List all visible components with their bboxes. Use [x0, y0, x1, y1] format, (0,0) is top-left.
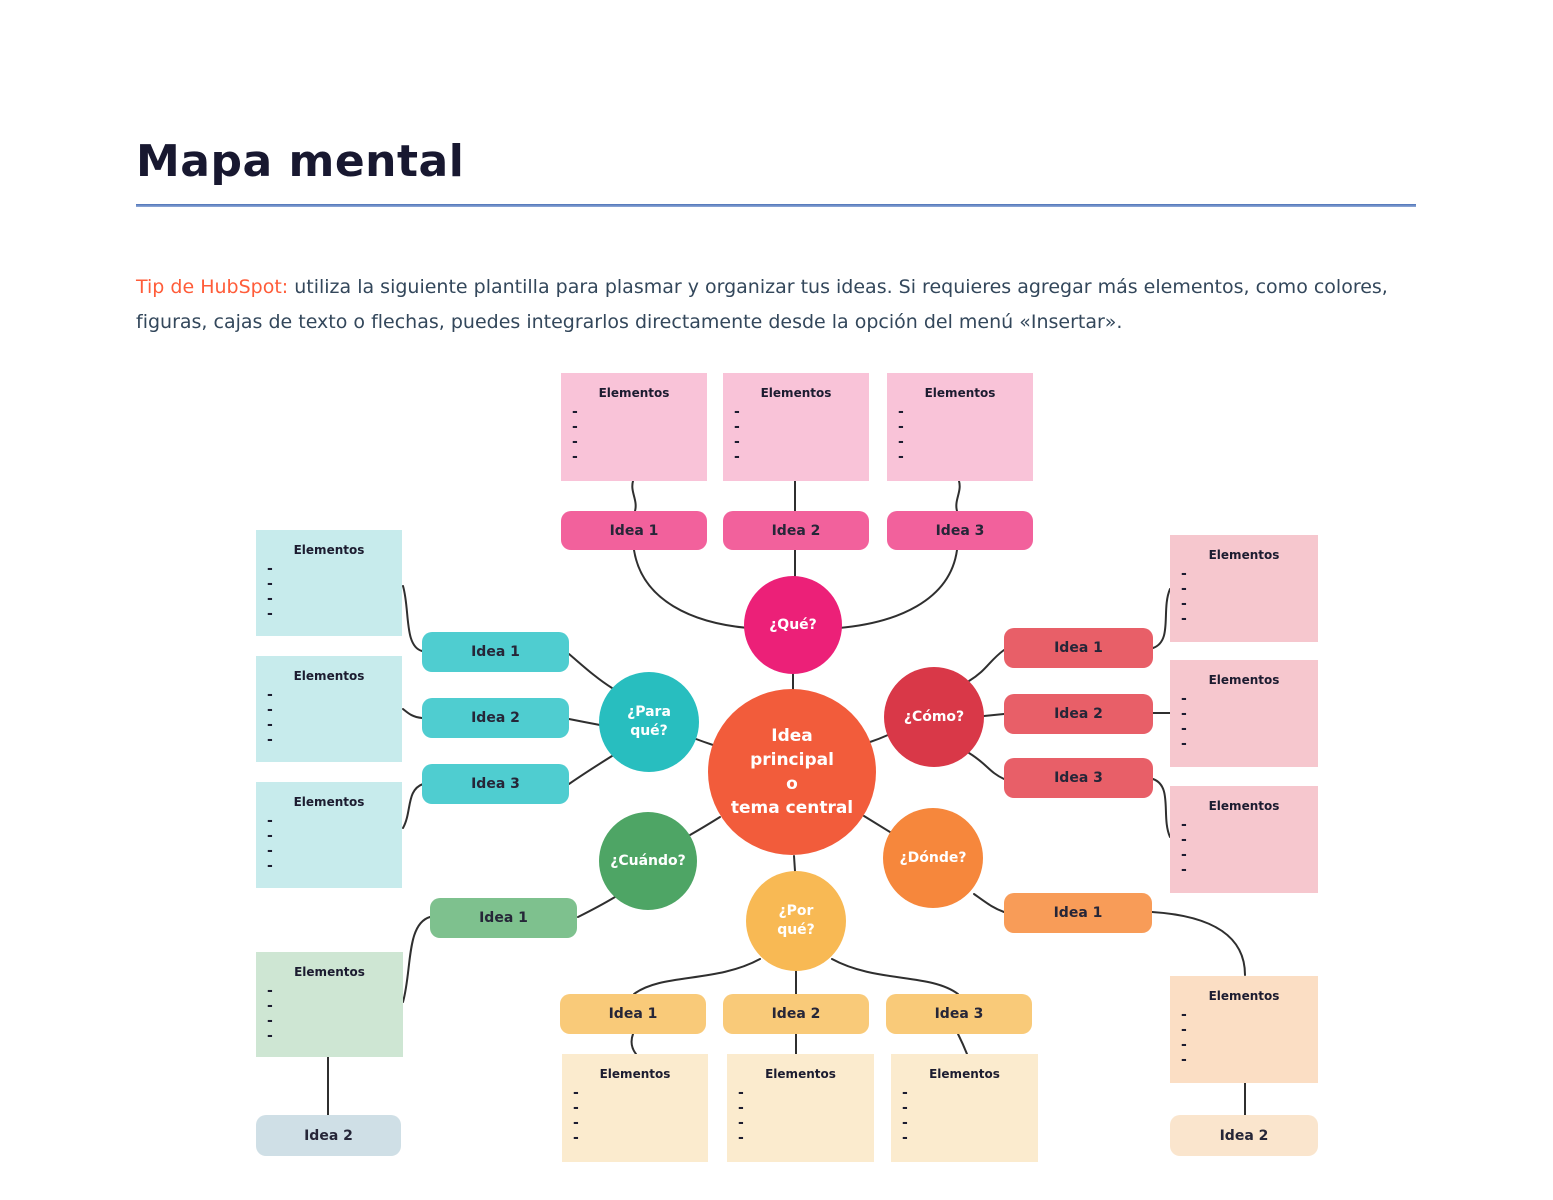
elements-dash-list: - - - -	[267, 687, 273, 748]
elements-box-title: Elementos	[293, 795, 365, 809]
elements-dash-list: - - - -	[1181, 566, 1187, 627]
elements-dash-list: - - - -	[267, 813, 273, 874]
line-idea3-elements3-right	[1152, 778, 1171, 838]
line-idea1-que	[633, 549, 749, 629]
line-elements1-idea1-top	[631, 480, 637, 512]
line-como-idea1-right	[968, 649, 1005, 682]
line-porque-idea3-bottom	[831, 958, 959, 995]
line-idea1-elements1-bottom	[630, 1033, 637, 1055]
line-paraque-idea2-left	[568, 718, 601, 726]
line-donde-idea1	[973, 893, 1005, 913]
idea-pill-para-que-1: Idea 1	[422, 632, 569, 672]
tip-text: utiliza la siguiente plantilla para plas…	[136, 276, 1388, 333]
elements-dash-list: - - - -	[1181, 691, 1187, 752]
idea-pill-para-que-2: Idea 2	[422, 698, 569, 738]
idea-pill-que-1: Idea 1	[561, 511, 707, 550]
line-central-porque	[793, 855, 796, 872]
branch-node-como: ¿Cómo?	[884, 667, 984, 767]
elements-box-title: Elementos	[929, 1067, 1000, 1081]
idea-pill-como-3: Idea 3	[1004, 758, 1153, 798]
elements-box-cuando: Elementos - - - -	[256, 952, 403, 1057]
elements-box-title: Elementos	[1208, 989, 1280, 1003]
line-idea2-elements2-left	[402, 708, 423, 719]
elements-box-title: Elementos	[924, 386, 996, 400]
elements-box-como-1: Elementos - - - -	[1170, 535, 1318, 642]
elements-dash-list: - - - -	[1181, 1007, 1187, 1068]
line-idea3-elements3-bottom	[957, 1033, 968, 1055]
idea-pill-por-que-1: Idea 1	[560, 994, 706, 1034]
elements-dash-list: - - - -	[1181, 817, 1187, 878]
branch-node-por-que: ¿Por qué?	[746, 871, 846, 971]
elements-box-que-2: Elementos - - - -	[723, 373, 869, 481]
elements-box-title: Elementos	[598, 386, 670, 400]
idea-pill-donde-2: Idea 2	[1170, 1115, 1318, 1156]
elements-box-title: Elementos	[294, 965, 365, 979]
idea-pill-como-2: Idea 2	[1004, 694, 1153, 734]
line-como-idea3-right	[968, 752, 1005, 780]
idea-pill-como-1: Idea 1	[1004, 628, 1153, 668]
elements-box-como-2: Elementos - - - -	[1170, 660, 1318, 767]
title-divider	[136, 204, 1416, 207]
elements-dash-list: - - - -	[898, 404, 904, 465]
idea-pill-que-3: Idea 3	[887, 511, 1033, 550]
line-cuando-idea1	[577, 896, 616, 918]
elements-box-title: Elementos	[1208, 799, 1280, 813]
idea-pill-que-2: Idea 2	[723, 511, 869, 550]
branch-node-para-que: ¿Para qué?	[599, 672, 699, 772]
idea-pill-para-que-3: Idea 3	[422, 764, 569, 804]
line-como-idea2-right	[983, 713, 1005, 717]
branch-node-donde: ¿Dónde?	[883, 808, 983, 908]
elements-box-title: Elementos	[1208, 548, 1280, 562]
elements-box-para-que-1: Elementos - - - -	[256, 530, 402, 636]
line-porque-idea1-bottom	[633, 958, 761, 995]
line-central-donde	[863, 815, 891, 833]
central-topic-node: Idea principal o tema central	[708, 689, 876, 855]
elements-box-title: Elementos	[1208, 673, 1280, 687]
elements-box-donde: Elementos - - - -	[1170, 976, 1318, 1083]
line-idea3-elements3-left	[402, 783, 424, 829]
line-idea1-elements1-left	[402, 585, 423, 652]
idea-pill-cuando-1: Idea 1	[430, 898, 577, 938]
idea-pill-por-que-2: Idea 2	[723, 994, 869, 1034]
elements-dash-list: - - - -	[738, 1085, 744, 1146]
tip-paragraph: Tip de HubSpot: utiliza la siguiente pla…	[136, 270, 1391, 340]
line-idea3-que	[838, 549, 958, 629]
elements-dash-list: - - - -	[902, 1085, 908, 1146]
elements-box-por-que-2: Elementos - - - -	[727, 1054, 874, 1162]
line-elements3-idea3-top	[955, 480, 961, 512]
tip-label: Tip de HubSpot:	[136, 276, 289, 298]
elements-dash-list: - - - -	[267, 983, 273, 1044]
elements-box-title: Elementos	[293, 543, 365, 557]
elements-dash-list: - - - -	[734, 404, 740, 465]
idea-pill-por-que-3: Idea 3	[886, 994, 1032, 1034]
elements-box-por-que-3: Elementos - - - -	[891, 1054, 1038, 1162]
line-central-como	[869, 734, 889, 743]
idea-pill-cuando-2: Idea 2	[256, 1115, 401, 1156]
elements-box-title: Elementos	[765, 1067, 836, 1081]
elements-dash-list: - - - -	[572, 404, 578, 465]
elements-box-title: Elementos	[293, 669, 365, 683]
line-paraque-idea3-left	[568, 755, 613, 785]
line-paraque-idea1-left	[568, 653, 613, 689]
elements-box-que-1: Elementos - - - -	[561, 373, 707, 481]
branch-node-cuando: ¿Cuándo?	[599, 812, 697, 910]
line-central-paraque	[695, 738, 714, 746]
branch-node-que: ¿Qué?	[744, 576, 842, 674]
line-idea1-elements1-right	[1152, 588, 1171, 649]
elements-box-que-3: Elementos - - - -	[887, 373, 1033, 481]
elements-dash-list: - - - -	[573, 1085, 579, 1146]
elements-box-title: Elementos	[760, 386, 832, 400]
elements-box-title: Elementos	[599, 1067, 671, 1081]
elements-box-como-3: Elementos - - - -	[1170, 786, 1318, 893]
idea-pill-donde-1: Idea 1	[1004, 893, 1152, 933]
elements-box-para-que-2: Elementos - - - -	[256, 656, 402, 762]
line-central-cuando	[689, 816, 721, 836]
elements-box-por-que-1: Elementos - - - -	[562, 1054, 708, 1162]
elements-box-para-que-3: Elementos - - - -	[256, 782, 402, 888]
page-title: Mapa mental	[136, 136, 465, 187]
elements-dash-list: - - - -	[267, 561, 273, 622]
line-idea1-elements-peach	[1151, 911, 1246, 976]
line-idea1-elements-green	[402, 916, 431, 1003]
